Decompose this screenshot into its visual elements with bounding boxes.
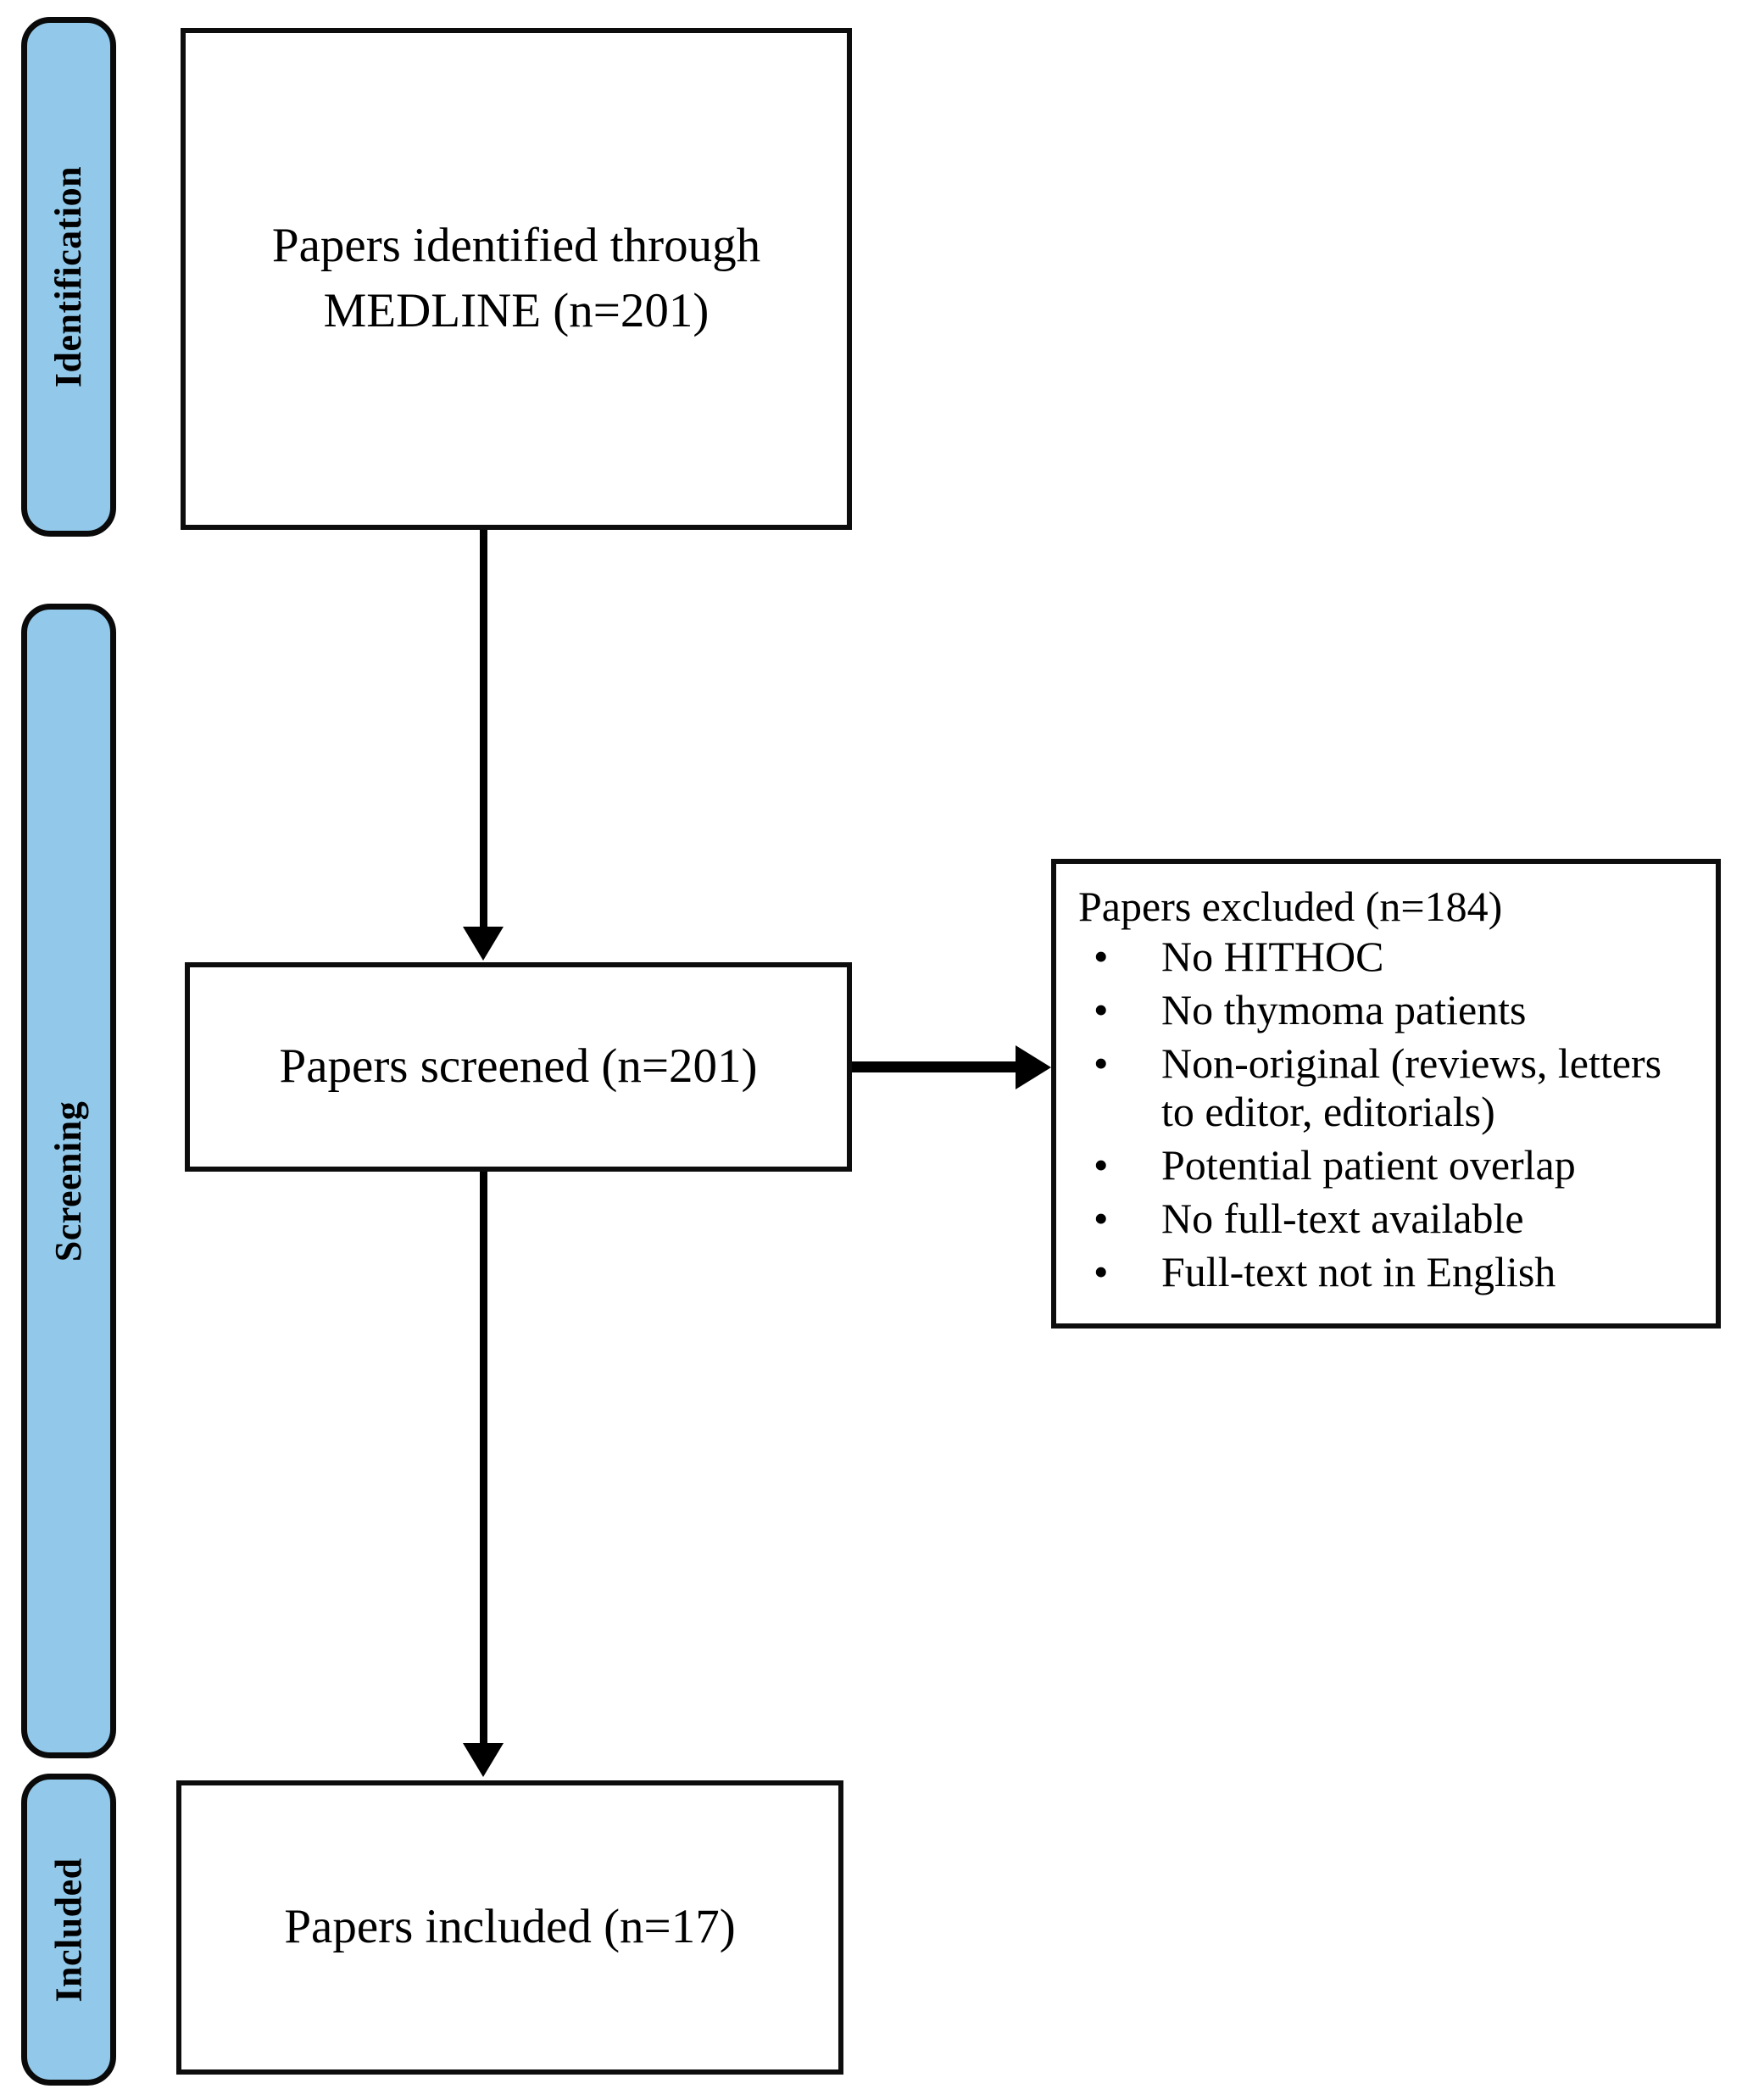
exclusion-reason-text: Potential patient overlap — [1161, 1141, 1576, 1189]
exclusion-reason-item: • Potential patient overlap — [1078, 1141, 1702, 1189]
exclusion-reason-list: • No HITHOC • No thymoma patients • Non-… — [1078, 933, 1702, 1296]
exclusion-reason-text: Non-original (reviews, letters to editor… — [1161, 1039, 1662, 1135]
arrow-screened-to-excluded-head — [1016, 1045, 1051, 1089]
exclusion-reason-text: No thymoma patients — [1161, 986, 1527, 1033]
stage-label-screening: Screening — [47, 1100, 90, 1262]
box-papers-identified-text: Papers identified through MEDLINE (n=201… — [271, 219, 761, 337]
box-papers-excluded-heading: Papers excluded (n=184) — [1078, 883, 1503, 930]
arrow-identified-to-screened-line — [480, 530, 487, 930]
bullet-icon: • — [1094, 1141, 1109, 1189]
exclusion-reason-item: • Non-original (reviews, letters to edit… — [1078, 1039, 1702, 1136]
box-papers-included: Papers included (n=17) — [176, 1780, 843, 2075]
bullet-icon: • — [1094, 1039, 1109, 1087]
box-papers-screened-text: Papers screened (n=201) — [279, 1039, 758, 1094]
arrow-screened-to-included-head — [463, 1743, 504, 1777]
stage-label-identification: Identification — [47, 165, 90, 388]
box-papers-included-text: Papers included (n=17) — [284, 1900, 736, 1954]
arrow-screened-to-excluded-line — [852, 1061, 1021, 1072]
stage-bar-included: Included — [21, 1774, 116, 2086]
bullet-icon: • — [1094, 1248, 1109, 1295]
exclusion-reason-item: • No thymoma patients — [1078, 986, 1702, 1034]
box-papers-excluded: Papers excluded (n=184) • No HITHOC • No… — [1051, 859, 1721, 1329]
arrow-identified-to-screened-head — [463, 927, 504, 961]
bullet-icon: • — [1094, 1195, 1109, 1242]
exclusion-reason-text: Full-text not in English — [1161, 1248, 1556, 1295]
exclusion-reason-item: • No HITHOC — [1078, 933, 1702, 981]
exclusion-reason-text: No HITHOC — [1161, 933, 1384, 980]
stage-bar-screening: Screening — [21, 604, 116, 1758]
exclusion-reason-item: • Full-text not in English — [1078, 1248, 1702, 1296]
box-papers-screened: Papers screened (n=201) — [185, 962, 852, 1172]
exclusion-reason-item: • No full-text available — [1078, 1195, 1702, 1243]
arrow-screened-to-included-line — [480, 1172, 487, 1746]
bullet-icon: • — [1094, 933, 1109, 980]
exclusion-reason-text: No full-text available — [1161, 1195, 1524, 1242]
bullet-icon: • — [1094, 986, 1109, 1033]
stage-bar-identification: Identification — [21, 17, 116, 537]
stage-label-included: Included — [47, 1857, 90, 2003]
box-papers-identified: Papers identified through MEDLINE (n=201… — [181, 28, 852, 530]
